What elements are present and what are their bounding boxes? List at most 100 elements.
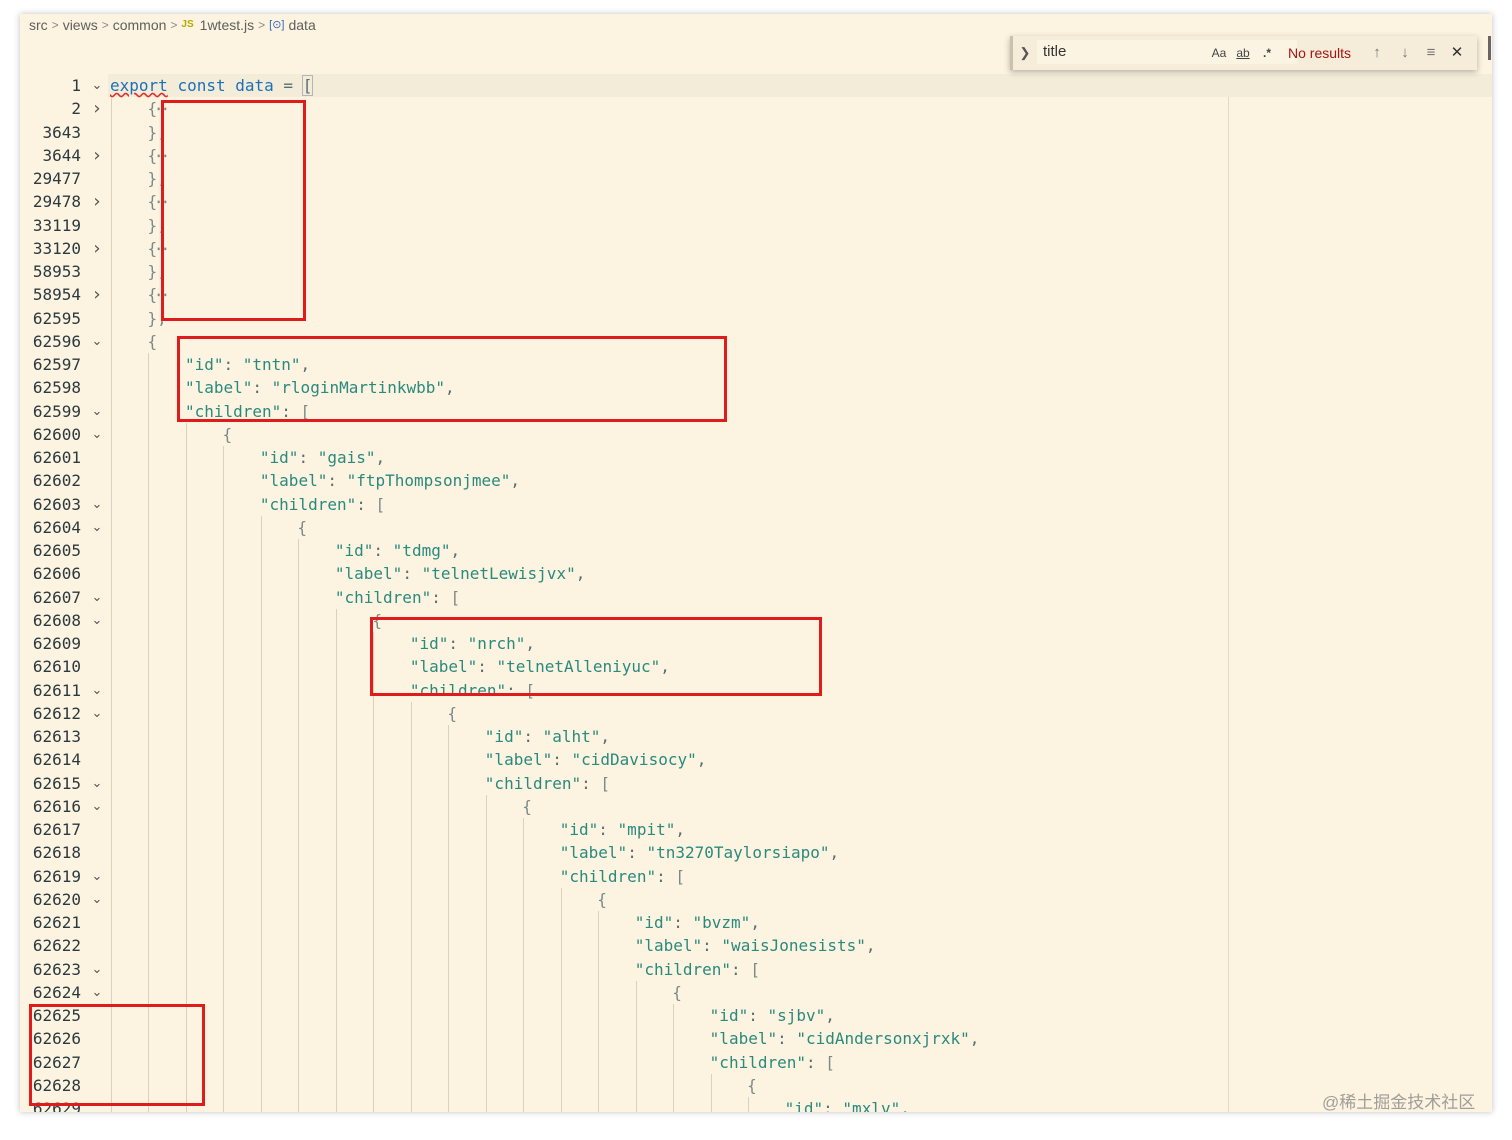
code-token: "id" <box>634 913 674 932</box>
javascript-file-icon: JS <box>181 19 194 30</box>
indent-guide <box>260 1073 262 1097</box>
indent-guide <box>298 1050 300 1074</box>
code-line: { <box>372 609 382 632</box>
code-line: "children": [ <box>185 400 310 423</box>
indent-guide <box>485 911 487 935</box>
fold-chevron-right-icon[interactable]: › <box>93 98 101 120</box>
indent-guide <box>148 1027 150 1051</box>
indent-guide <box>485 794 487 818</box>
code-token: : <box>523 727 543 746</box>
whole-word-icon[interactable]: ab <box>1236 46 1250 60</box>
code-token: [ <box>825 1052 835 1072</box>
indent-guide <box>148 585 150 609</box>
toggle-replace-chevron-icon[interactable]: ❯ <box>1019 45 1031 60</box>
find-in-selection-icon[interactable]: ≡ <box>1426 44 1436 61</box>
fold-chevron-down-icon[interactable]: ⌄ <box>91 891 103 907</box>
fold-chevron-down-icon[interactable]: ⌄ <box>91 612 103 628</box>
indent-guide <box>223 794 225 818</box>
code-token: [ <box>450 587 461 607</box>
indent-guide <box>185 794 187 818</box>
regex-icon[interactable]: .* <box>1262 46 1271 60</box>
fold-chevron-down-icon[interactable]: ⌄ <box>91 403 103 419</box>
fold-chevron-down-icon[interactable]: ⌄ <box>91 589 103 605</box>
code-token: , <box>696 750 707 770</box>
fold-chevron-down-icon[interactable]: ⌄ <box>91 333 103 349</box>
code-token: , <box>825 1006 835 1025</box>
scrollbar-marker[interactable] <box>1488 36 1491 60</box>
indent-guide <box>448 794 450 818</box>
indent-guide <box>298 1027 300 1051</box>
fold-chevron-down-icon[interactable]: ⌄ <box>91 798 103 814</box>
breadcrumb-item-views[interactable]: views <box>62 17 98 33</box>
indent-guide <box>560 957 562 981</box>
indent-guide <box>185 469 187 493</box>
fold-chevron-right-icon[interactable]: › <box>93 144 101 166</box>
fold-chevron-down-icon[interactable]: ⌄ <box>91 426 103 442</box>
fold-chevron-down-icon[interactable]: ⌄ <box>91 496 103 512</box>
fold-chevron-right-icon[interactable]: › <box>93 237 101 259</box>
next-match-arrow-down-icon[interactable]: ↓ <box>1401 44 1409 61</box>
code-token: "gais" <box>317 448 376 467</box>
fold-chevron-down-icon[interactable]: ⌄ <box>91 868 103 884</box>
indent-guide <box>260 1004 262 1028</box>
fold-chevron-down-icon[interactable]: ⌄ <box>91 705 103 721</box>
indent-guide <box>410 934 412 958</box>
indent-guide <box>448 771 450 795</box>
breadcrumb-item-common[interactable]: common <box>112 17 167 33</box>
fold-chevron-right-icon[interactable]: › <box>93 191 101 213</box>
breadcrumb-item-symbol[interactable]: data <box>288 17 316 33</box>
fold-chevron-down-icon[interactable]: ⌄ <box>91 775 103 791</box>
code-token: data <box>235 76 274 95</box>
indent-guide <box>373 794 375 818</box>
indent-guide <box>298 841 300 865</box>
close-icon[interactable]: ✕ <box>1450 44 1464 61</box>
indent-guide <box>148 539 150 563</box>
indent-guide <box>260 608 262 632</box>
indent-guide <box>373 1073 375 1097</box>
line-number: 62620 <box>32 889 81 909</box>
code-token: : <box>598 820 618 839</box>
indent-guide <box>373 818 375 842</box>
code-token: : <box>656 866 676 886</box>
indent-guide <box>260 934 262 958</box>
indent-guide <box>410 771 412 795</box>
indent-guide <box>111 446 112 470</box>
previous-match-arrow-up-icon[interactable]: ↑ <box>1373 44 1381 61</box>
match-case-icon[interactable]: Aa <box>1211 46 1227 60</box>
code-token <box>168 76 178 95</box>
fold-chevron-right-icon[interactable]: › <box>93 284 101 306</box>
breadcrumb-item-src[interactable]: src <box>29 17 48 33</box>
indent-guide <box>111 143 112 167</box>
indent-guide <box>111 376 112 400</box>
indent-guide <box>335 632 337 656</box>
indent-guide <box>635 980 637 1004</box>
indent-guide <box>111 957 112 981</box>
code-token: , <box>900 1099 910 1112</box>
fold-chevron-down-icon[interactable]: ⌄ <box>91 984 103 1000</box>
indent-guide <box>298 957 300 981</box>
indent-guide <box>148 841 150 865</box>
fold-chevron-down-icon[interactable]: ⌄ <box>91 961 103 977</box>
line-number: 29478 <box>32 192 81 212</box>
line-number: 33119 <box>32 215 81 235</box>
line-number: 62602 <box>32 471 81 491</box>
indent-guide <box>223 492 225 516</box>
indent-guide <box>148 469 150 493</box>
code-line: "id": "alht", <box>485 725 610 748</box>
code-token: "label" <box>709 1029 778 1049</box>
breadcrumb-item-file[interactable]: 1wtest.js <box>199 17 255 33</box>
indent-guide <box>111 1073 112 1097</box>
indent-guide <box>485 864 487 888</box>
indent-guide <box>111 678 112 702</box>
fold-chevron-down-icon[interactable]: ⌄ <box>91 78 103 93</box>
find-input[interactable] <box>1037 40 1297 64</box>
fold-chevron-down-icon[interactable]: ⌄ <box>91 519 103 535</box>
indent-guide <box>635 1027 637 1051</box>
indent-guide <box>148 701 150 725</box>
indent-guide <box>598 1050 600 1074</box>
code-token: { <box>522 796 532 816</box>
indent-guide <box>260 585 262 609</box>
fold-chevron-down-icon[interactable]: ⌄ <box>91 682 103 698</box>
